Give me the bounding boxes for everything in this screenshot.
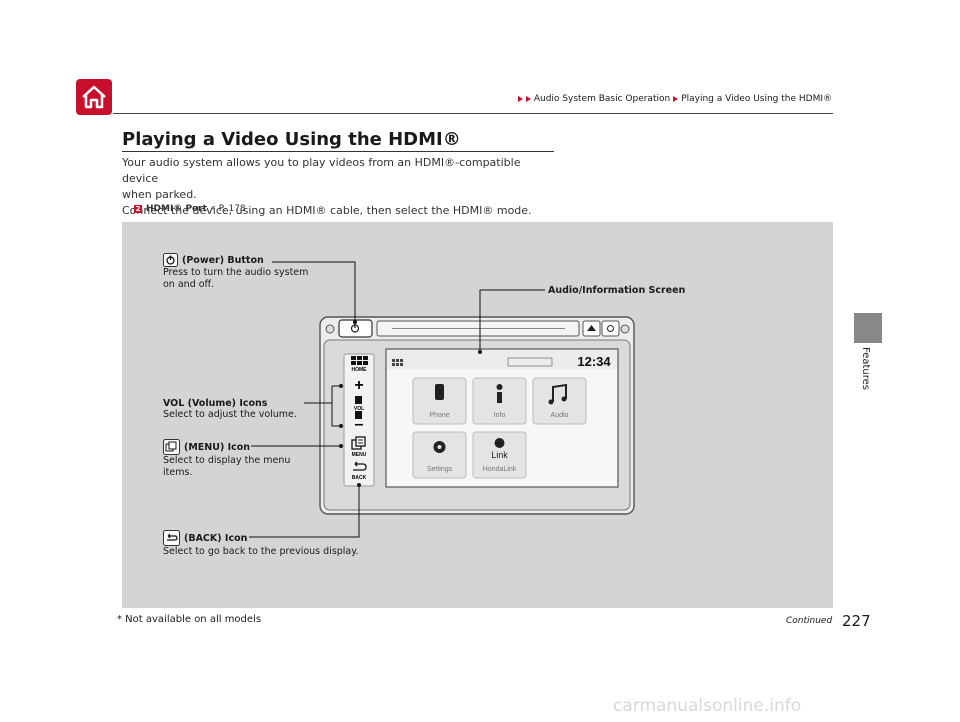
callout-title: (MENU) Icon [184,441,251,453]
body-line: Your audio system allows you to play vid… [122,156,521,185]
section-tab[interactable] [854,313,882,343]
back-arrow-icon [353,461,367,471]
svg-text:Link: Link [491,450,508,460]
callout-title: (Power) Button [182,254,264,266]
page-title: Playing a Video Using the HDMI® [122,129,461,150]
back-label: BACK [352,475,367,481]
back-callout: (BACK) Icon Select to go back to the pre… [163,530,359,558]
app-tile-settings: Settings [412,431,467,479]
home-label: HOME [352,367,368,373]
title-rule [122,151,554,152]
eject-icon [587,325,596,331]
phone-icon [435,384,444,400]
body-line: when parked. [122,188,197,201]
power-leader [272,261,356,322]
reference-label: HDMI® Port [146,204,207,214]
volume-up-icon: + [354,377,363,394]
volume-down-icon: – [355,416,364,433]
header-rule [113,113,833,114]
breadcrumb-item[interactable]: Playing a Video Using the HDMI® [681,94,832,104]
breadcrumb-item[interactable]: Audio System Basic Operation [533,94,671,104]
home-grid-icon [351,356,368,365]
breadcrumb-arrow-icon [525,96,531,102]
reference-page: P. 178 [218,204,246,214]
svg-text:Audio: Audio [551,412,569,419]
power-callout: (Power) Button Press to turn the audio s… [163,253,323,291]
svg-text:Phone: Phone [429,412,449,419]
music-note-icon [552,383,567,402]
continued-label: Continued [786,616,833,626]
footnote: * Not available on all models [117,614,262,625]
status-icons [507,357,553,367]
reference-asterisk: * [210,204,215,214]
home-icon[interactable] [76,79,112,115]
breadcrumb-arrow-icon [517,96,523,102]
svg-text:Settings: Settings [427,466,453,473]
reference-arrow-icon: 2 [134,205,142,213]
menu-icon [351,436,366,450]
back-leader [249,485,360,538]
svg-text:Info: Info [494,412,506,419]
menu-label: MENU [352,452,367,458]
display-icon [607,325,614,332]
display-button [601,320,620,337]
volume-callout: VOL (Volume) Icons Select to adjust the … [163,398,297,421]
callout-title: (BACK) Icon [184,532,248,544]
menu-callout: (MENU) Icon Select to display the menu i… [163,439,303,479]
page-number: 227 [842,612,871,630]
app-tile-hondalink: Link HondaLink [472,431,527,479]
svg-text:HondaLink: HondaLink [483,466,517,473]
screen-clock: 12:34 [577,354,611,369]
callout-description: Press to turn the audio system on and of… [163,267,309,290]
power-icon [163,253,178,267]
callout-title: VOL (Volume) Icons [163,398,268,409]
body-text: Your audio system allows you to play vid… [122,155,552,219]
cross-reference[interactable]: 2 HDMI® Port* P. 178 [134,204,246,214]
app-tile-audio: Audio [532,377,587,425]
breadcrumb-arrow-icon [673,96,679,102]
watermark: carmanualsonline.info [613,696,802,716]
screen-home-grid-icon [392,359,403,366]
right-screw-icon [620,324,630,334]
info-icon [496,384,503,390]
back-arrow-icon [163,530,180,546]
left-screw-icon [325,324,335,334]
app-tile-info: Info [472,377,527,425]
callout-description: Select to adjust the volume. [163,409,297,420]
volume-bar-icon [355,396,362,404]
callout-description: Select to display the menu items. [163,455,291,478]
app-tile-phone: Phone [412,377,467,425]
body-line: Connect the device, using an HDMI® cable… [122,204,532,217]
screen-leader [479,289,545,352]
menu-icon [163,439,180,455]
callout-description: Select to go back to the previous displa… [163,546,359,557]
vol-label: VOL [354,406,364,412]
screen-callout-title: Audio/Information Screen [548,285,686,296]
breadcrumb: Audio System Basic Operation Playing a V… [517,94,832,104]
hondalink-icon [494,438,505,448]
